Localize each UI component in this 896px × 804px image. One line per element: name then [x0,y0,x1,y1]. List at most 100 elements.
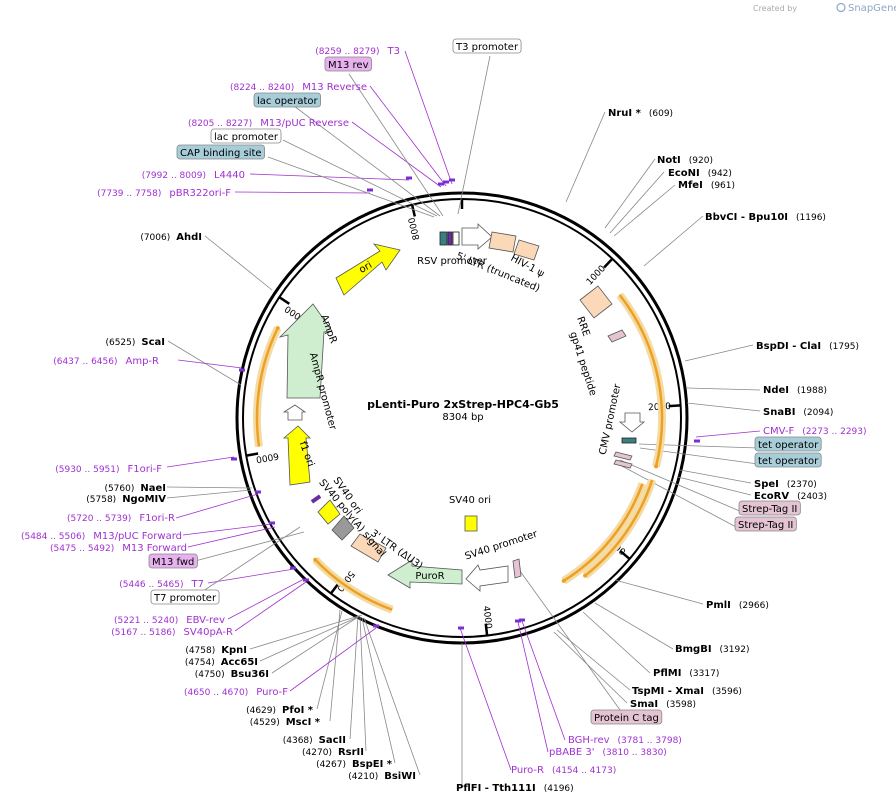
primer-name: F1ori-R [139,513,175,524]
enzyme-position: (3192) [720,645,750,655]
primer-pbabe-3[interactable]: pBABE 3'(3810 .. 3830) [549,747,667,758]
tet-operator-feature-label[interactable]: tet operator [754,452,822,468]
enzyme-site-ndei[interactable]: NdeI(1988) [763,385,827,396]
strep-tag-ii-feature-label[interactable]: Strep-Tag II [734,516,797,532]
enzyme-site-naei[interactable]: NaeI(5760) [104,483,166,494]
t3-promoter-box [452,231,460,246]
label-box [176,144,265,160]
enzyme-position: (4750) [195,670,225,680]
label-box [754,436,822,452]
label-box [452,38,522,54]
label-text: lac operator [257,96,318,107]
enzyme-site-bsu36i[interactable]: Bsu36I(4750) [195,669,269,680]
primer-site-bar [290,566,296,570]
primer-t3[interactable]: T3(8259 .. 8279) [315,46,400,57]
primer-bgh-rev[interactable]: BGH-rev(3781 .. 3798) [568,735,682,746]
primer-f1ori-f[interactable]: F1ori-F(5930 .. 5951) [55,464,162,475]
sv40-ori-label: SV40 ori [449,495,491,506]
enzyme-site-pflmi[interactable]: PflMI(3317) [653,668,719,679]
enzyme-name: SmaI [630,699,658,710]
enzyme-site-scai[interactable]: ScaI(6525) [105,337,165,348]
label-text: CAP binding site [180,148,262,159]
enzyme-leader-line [349,615,359,740]
t3-promoter-feature-label[interactable]: T3 promoter [452,38,522,54]
enzyme-site-noti[interactable]: NotI(920) [657,155,713,166]
enzyme-site-bsiwi[interactable]: BsiWI(4210) [348,771,416,782]
primer-site-bar [515,619,521,623]
enzyme-name: EcoRV [754,491,789,502]
t7-promoter-feature-label[interactable]: T7 promoter [150,589,220,605]
lac-promoter-feature-label[interactable]: lac promoter [210,128,282,144]
m13-fwd-feature-label[interactable]: M13 fwd [148,553,198,569]
tick-mark-3000 [619,550,631,560]
primer-puro-r[interactable]: Puro-R(4154 .. 4173) [511,765,616,776]
primer-leader-line [207,568,295,584]
primer-name: M13 Reverse [302,82,367,93]
primer-amp-r[interactable]: Amp-R(6437 .. 6456) [53,356,159,367]
primer-f1ori-r[interactable]: F1ori-R (5720 .. 5739) [67,513,175,524]
enzyme-site-tspmi-xmai[interactable]: TspMI - XmaI(3596) [632,686,742,697]
enzyme-site-spei[interactable]: SpeI(2370) [754,479,817,490]
enzyme-site-pfoi[interactable]: PfoI *(4629) [246,705,314,716]
protein-c-tag-feature-label[interactable]: Protein C tag [590,709,663,725]
cap-binding-site-feature-label[interactable]: CAP binding site [176,144,265,160]
enzyme-site-ngomiv[interactable]: NgoMIV(5758) [86,494,166,505]
snapgene-brand-name: SnapGene [848,3,896,14]
enzyme-site-pflfi-tth111i[interactable]: PflFI - Tth111I(4196) [456,783,574,794]
primer-m13-puc-reverse[interactable]: M13/pUC Reverse(8205 .. 8227) [188,118,349,129]
enzyme-name: TspMI - XmaI [632,686,704,697]
primer-leader-line [234,581,307,632]
rsv-promoter-label: RSV promoter [417,256,488,267]
enzyme-site-bmgbi[interactable]: BmgBI(3192) [675,644,749,655]
enzyme-site-pmli[interactable]: PmlI(2966) [706,600,769,611]
enzyme-name: MfeI [678,180,703,191]
enzyme-site-bspei[interactable]: BspEI *(4267) [316,759,393,770]
primer-ebv-rev[interactable]: EBV-rev(5221 .. 5240) [114,615,225,626]
enzyme-position: (4529) [250,718,280,728]
enzyme-name: EcoNI [668,168,700,179]
enzyme-site-ahdi[interactable]: AhdI(7006) [140,232,202,243]
enzyme-site-mfei[interactable]: MfeI(961) [678,180,735,191]
enzyme-site-acc65i[interactable]: Acc65I(4754) [185,657,258,668]
tet-operator-feature-label[interactable]: tet operator [754,436,822,452]
primer-m13-reverse[interactable]: M13 Reverse(8224 .. 8240) [230,82,367,93]
enzyme-site-bspdi-clai[interactable]: BspDI - ClaI(1795) [756,341,859,352]
lac-operator-feature-label[interactable]: lac operator [253,92,321,108]
enzyme-site-smai[interactable]: SmaI(3598) [630,699,696,710]
strep-tag-ii-feature-label[interactable]: Strep-Tag II [738,500,801,516]
primer-leader-line [187,526,276,548]
enzyme-name: MscI * [286,717,321,728]
enzyme-site-econi[interactable]: EcoNI(942) [668,168,732,179]
primer-sv40pa-r[interactable]: SV40pA-R(5167 .. 5186) [111,627,233,638]
enzyme-site-kpni[interactable]: KpnI(4758) [185,645,247,656]
primer-m13-forward[interactable]: M13 Forward(5475 .. 5492) [50,543,187,554]
enzyme-position: (1795) [829,342,859,352]
primer-m13-puc-forward[interactable]: M13/pUC Forward(5484 .. 5506) [21,531,182,542]
primer-range: (5720 .. 5739) [67,514,131,524]
enzyme-site-bbvci-bpu10i[interactable]: BbvCI - Bpu10I(1196) [705,212,826,223]
primer-l4440[interactable]: L4440(7992 .. 8009) [142,170,245,181]
enzyme-site-msci[interactable]: MscI * (4529) [250,717,321,728]
primer-puro-f[interactable]: Puro-F(4650 .. 4670) [184,687,288,698]
primer-cmv-f[interactable]: CMV-F(2273 .. 2293) [763,426,867,437]
primer-pbr322ori-f[interactable]: pBR322ori-F(7739 .. 7758) [97,188,231,199]
enzyme-position: (4210) [348,772,378,782]
enzyme-site-snabi[interactable]: SnaBI(2094) [763,407,833,418]
enzyme-leader-line [643,215,704,267]
tet-operator-box [621,437,637,444]
primer-site-bar [438,182,444,186]
primer-t7[interactable]: T7(5446 .. 5465) [119,579,204,590]
enzyme-position: (5758) [86,495,116,505]
label-box [253,92,321,108]
enzyme-position: (4267) [316,760,346,770]
enzyme-leader-line [604,158,656,229]
enzyme-site-sacii[interactable]: SacII(4368) [283,735,346,746]
enzyme-leader-line [677,476,752,496]
enzyme-leader-line [609,171,665,234]
m13-rev-feature-label[interactable]: M13 rev [324,56,372,72]
enzyme-site-nrui[interactable]: NruI *(609) [608,108,673,119]
label-text: M13 rev [328,60,369,71]
enzyme-site-rsrii[interactable]: RsrII(4270) [302,747,364,758]
enzyme-site-ecorv[interactable]: EcoRV(2403) [754,491,827,502]
primer-site-bar [694,439,700,443]
